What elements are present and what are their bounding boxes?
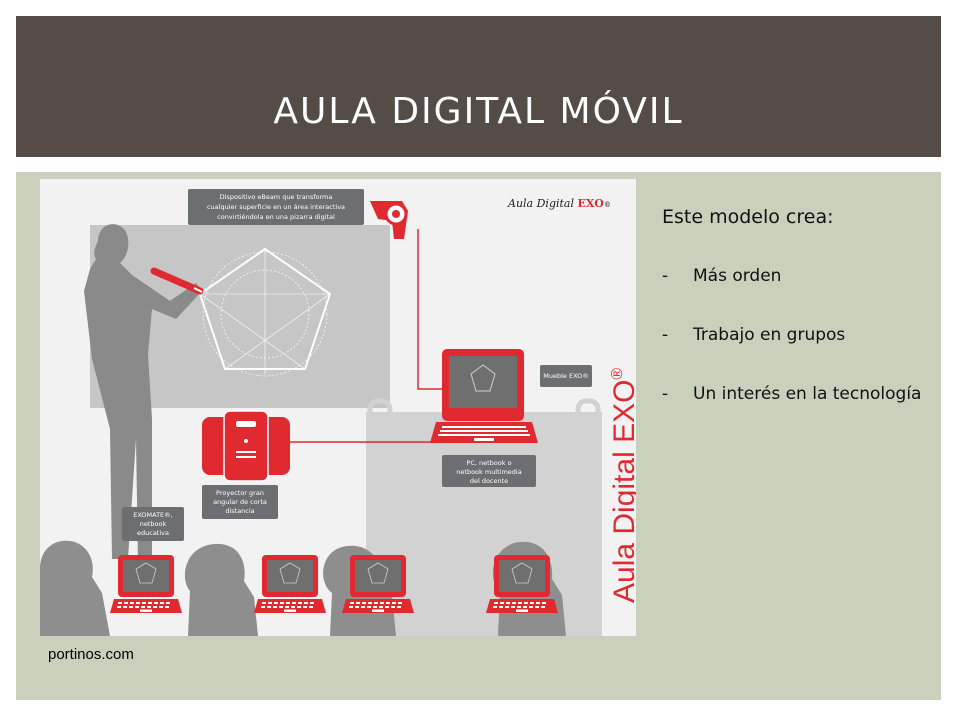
svg-text:netbook: netbook xyxy=(140,520,167,528)
callout-mueble: Mueble EXO® xyxy=(540,365,592,387)
image-credit: portinos.com xyxy=(48,646,134,663)
illustration-svg: Dispositivo eBeam que transforma cualqui… xyxy=(40,179,636,636)
svg-text:angular de corta: angular de corta xyxy=(213,498,267,506)
bullet-marker: - xyxy=(662,325,669,345)
content-area: Dispositivo eBeam que transforma cualqui… xyxy=(16,172,941,700)
geometry-drawing xyxy=(198,247,332,377)
svg-text:convirtiéndola en una pizarra: convirtiéndola en una pizarra digital xyxy=(217,213,335,221)
svg-text:Mueble EXO®: Mueble EXO® xyxy=(543,372,588,380)
brand-logo-vertical: Aula Digital EXO® xyxy=(608,368,636,603)
bullet-marker: - xyxy=(662,266,669,286)
title-bar: AULA DIGITAL MÓVIL xyxy=(16,16,941,157)
svg-text:Proyector gran: Proyector gran xyxy=(216,489,264,497)
bullet-marker: - xyxy=(662,384,669,404)
svg-text:educativa: educativa xyxy=(137,529,169,537)
benefits-list: -Más orden -Trabajo en grupos -Un interé… xyxy=(662,264,932,441)
svg-text:distancia: distancia xyxy=(225,507,254,515)
slide-title: AULA DIGITAL MÓVIL xyxy=(273,91,684,132)
svg-text:netbook multimedia: netbook multimedia xyxy=(456,468,521,476)
classroom-illustration: Dispositivo eBeam que transforma cualqui… xyxy=(40,179,636,636)
svg-text:Aula Digital EXO®: Aula Digital EXO® xyxy=(507,197,611,210)
callout-pc: PC, netbook o netbook multimedia del doc… xyxy=(442,455,536,487)
ebeam-device-icon xyxy=(370,201,408,239)
svg-text:EXOMATE®,: EXOMATE®, xyxy=(133,511,172,519)
brand-logo-small: Aula Digital EXO® xyxy=(507,197,611,210)
callout-ebeam: Dispositivo eBeam que transforma cualqui… xyxy=(188,189,364,225)
teacher-silhouette xyxy=(84,224,202,563)
list-heading: Este modelo crea: xyxy=(662,206,834,228)
mueble-cabinet xyxy=(366,412,602,636)
teacher-laptop-icon xyxy=(430,349,538,443)
pen-icon xyxy=(150,267,204,295)
svg-text:cualquier superficie en un áre: cualquier superficie en un área interact… xyxy=(207,203,345,211)
callout-proyector: Proyector gran angular de corta distanci… xyxy=(202,485,278,519)
list-item: -Más orden xyxy=(662,264,932,289)
projector-icon xyxy=(202,410,290,482)
list-item: -Trabajo en grupos xyxy=(662,323,932,348)
svg-text:PC, netbook o: PC, netbook o xyxy=(466,459,511,467)
callout-exomate: EXOMATE®, netbook educativa xyxy=(122,507,184,541)
svg-text:del docente: del docente xyxy=(470,477,508,485)
svg-text:Aula Digital EXO®: Aula Digital EXO® xyxy=(608,368,636,603)
svg-text:Dispositivo eBeam que transfor: Dispositivo eBeam que transforma xyxy=(220,193,333,201)
list-item: -Un interés en la tecnología xyxy=(662,382,932,407)
